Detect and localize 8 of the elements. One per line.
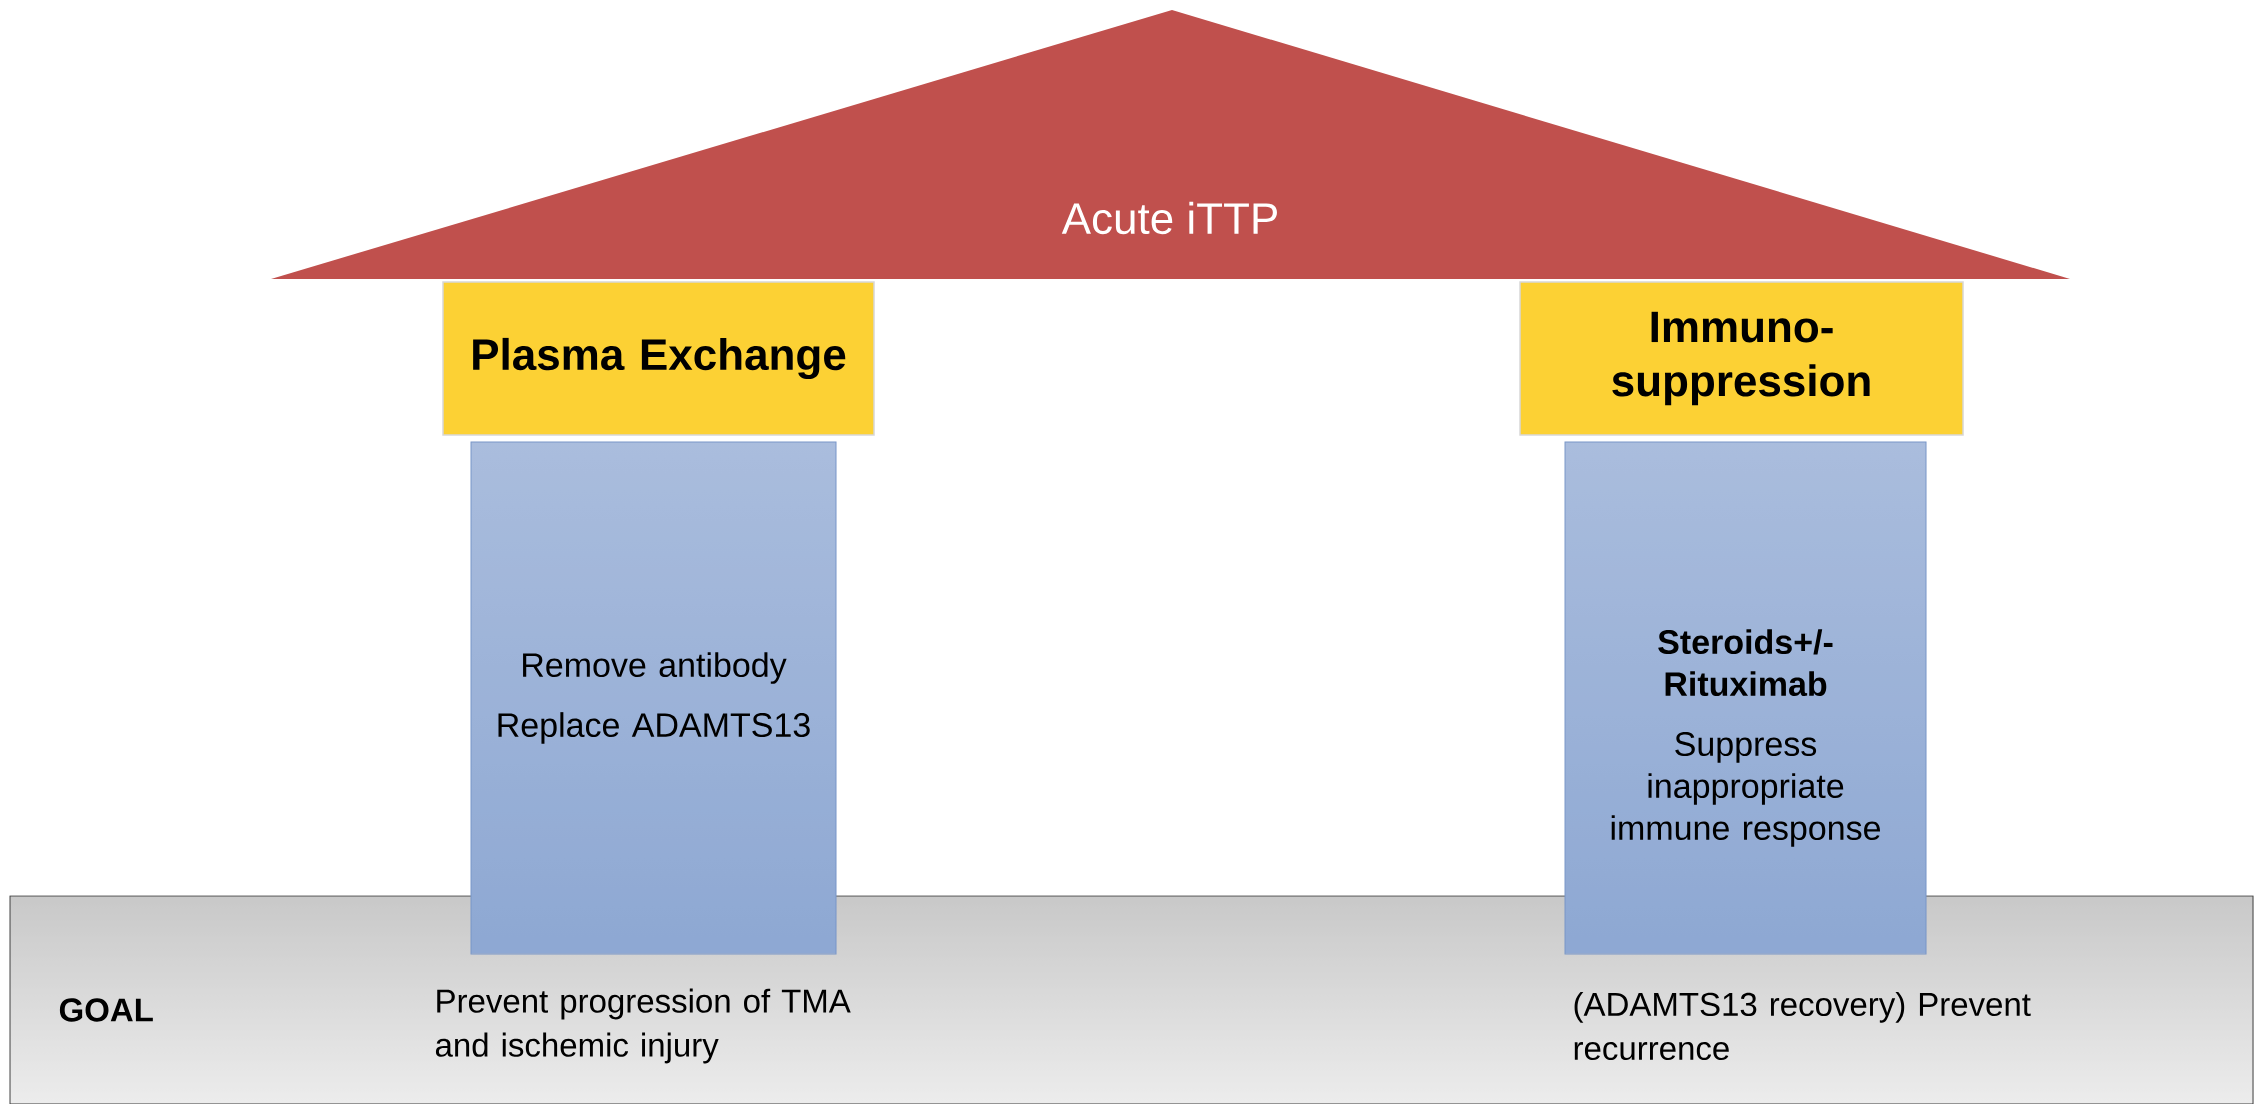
goal-heading: GOAL [59,998,153,1022]
pillar-box: Remove antibody Replace ADAMTS13 [470,441,837,955]
pillar-box: Steroids+/- Rituximab Suppress inappropriate immune response [1564,441,1927,955]
goal-text: Prevent progression of TMA and ischemic injury [435,988,851,1064]
label-box: Plasma Exchange [442,281,875,436]
goal-text: (ADAMTS13 recovery) Prevent recurrence [1574,991,2031,1061]
label-box: Immuno- suppression [1519,281,1964,436]
roof-triangle: Acute iTTP [271,10,2070,279]
